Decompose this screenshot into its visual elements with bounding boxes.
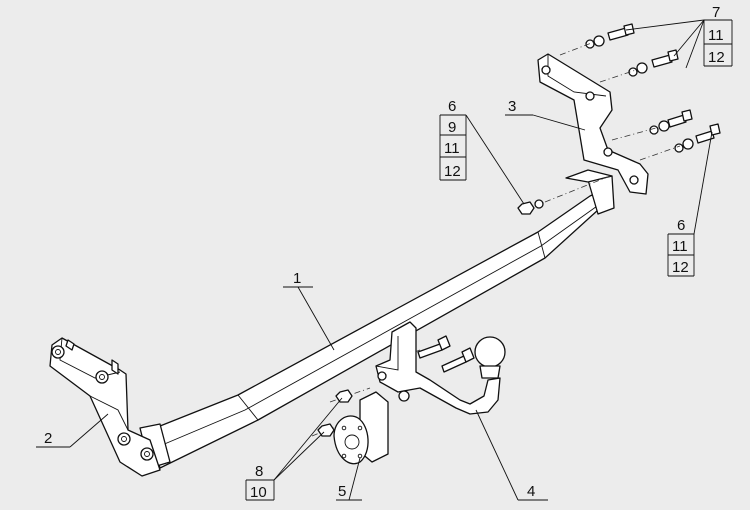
callout-2: 2	[44, 430, 52, 447]
callout-4: 4	[527, 483, 535, 500]
ball-mount-part-4	[375, 321, 506, 415]
bolt-set-lower	[674, 123, 721, 153]
socket-plate-part-5	[333, 391, 389, 465]
nut-washer-left	[517, 199, 544, 215]
callout-8: 8	[255, 463, 263, 480]
callout-9: 9	[448, 119, 456, 136]
nut-upper	[335, 389, 353, 403]
callout-7: 7	[712, 4, 720, 21]
callout-labels: 1 2 3 4 5 6 9 11 12 6 11 12 7 11 12 8 10	[44, 4, 725, 501]
bolt-set-middle	[649, 109, 693, 135]
callout-10: 10	[250, 484, 267, 501]
callout-6-right: 6	[677, 217, 685, 234]
callout-3: 3	[508, 98, 516, 115]
callout-11-right: 11	[672, 238, 688, 255]
callout-6-left: 6	[448, 98, 456, 115]
callout-12-right: 12	[672, 259, 689, 276]
callout-11-top: 11	[708, 27, 724, 44]
callout-11-left: 11	[444, 140, 460, 157]
callout-12-left: 12	[444, 163, 461, 180]
callout-5: 5	[338, 483, 346, 500]
callout-12-top: 12	[708, 49, 725, 66]
callout-1: 1	[293, 270, 301, 287]
leader-lines	[36, 19, 733, 501]
left-bracket-part-2	[49, 337, 161, 477]
bolt-set-upper-left	[585, 23, 635, 49]
bolt-set-upper-right	[628, 49, 679, 77]
nut-lower	[317, 423, 335, 437]
right-bracket-part-3	[537, 53, 649, 195]
